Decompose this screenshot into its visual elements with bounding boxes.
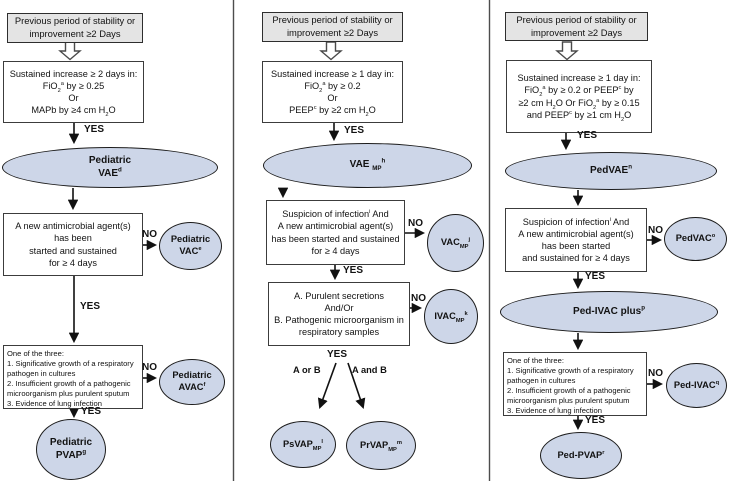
col3-ped-pvap-ellipse: Ped-PVAPr bbox=[540, 432, 622, 479]
col1-criteria-box: Sustained increase ≥ 2 days in:FiO2a by … bbox=[3, 61, 144, 123]
yes-label: YES bbox=[80, 301, 101, 312]
col1-evidence-box: One of the three:1. Significative growth… bbox=[3, 345, 143, 409]
col2-criteria-box: Sustained increase ≥ 1 day in:FiO2a by ≥… bbox=[262, 61, 403, 123]
block-arrow-icon bbox=[319, 41, 343, 61]
col3-arrows bbox=[560, 133, 664, 431]
block-arrow-icon bbox=[555, 41, 579, 61]
col3-pedvac-ellipse: PedVACo bbox=[664, 217, 727, 261]
yes-label: YES bbox=[577, 130, 598, 141]
col3-ped-ivac-plus-ellipse: Ped-IVAC plusp bbox=[500, 291, 718, 333]
col3-criteria-box: Sustained increase ≥ 1 day in:FiO2a by ≥… bbox=[506, 60, 652, 133]
yes-label: YES bbox=[343, 265, 364, 276]
flow-arrow-a-and-b bbox=[347, 362, 366, 409]
block-arrow-icon bbox=[58, 41, 82, 61]
col2-ivac-mp-ellipse: IVACMPk bbox=[424, 289, 478, 344]
col3-evidence-box: One of the three:1. Significative growth… bbox=[503, 352, 647, 416]
yes-label: YES bbox=[327, 349, 348, 360]
flow-arrow-a-or-b bbox=[317, 362, 337, 409]
yes-label: YES bbox=[81, 406, 102, 417]
yes-label: YES bbox=[344, 125, 365, 136]
yes-label: YES bbox=[84, 124, 105, 135]
no-label: NO bbox=[648, 368, 663, 379]
a-and-b-label: A and B bbox=[352, 365, 387, 375]
col1-arrows bbox=[67, 123, 158, 419]
col3-ped-ivac-ellipse: Ped-IVACq bbox=[666, 363, 727, 408]
col2-psvap-mp-ellipse: PsVAPMPl bbox=[270, 421, 336, 468]
col3-pedvae-ellipse: PedVAEn bbox=[505, 152, 717, 190]
no-label: NO bbox=[408, 218, 423, 229]
col2-vac-mp-ellipse: VACMPj bbox=[427, 214, 484, 272]
col2-vae-mp-ellipse: VAE MPh bbox=[263, 143, 472, 188]
no-label: NO bbox=[142, 362, 157, 373]
no-label: NO bbox=[142, 229, 157, 240]
a-or-b-label: A or B bbox=[293, 365, 321, 375]
yes-label: YES bbox=[585, 415, 606, 426]
col2-prvap-mp-ellipse: PrVAPMPm bbox=[346, 421, 416, 470]
no-label: NO bbox=[411, 293, 426, 304]
no-label: NO bbox=[648, 225, 663, 236]
yes-label: YES bbox=[585, 271, 606, 282]
col2-arrows bbox=[277, 123, 426, 409]
